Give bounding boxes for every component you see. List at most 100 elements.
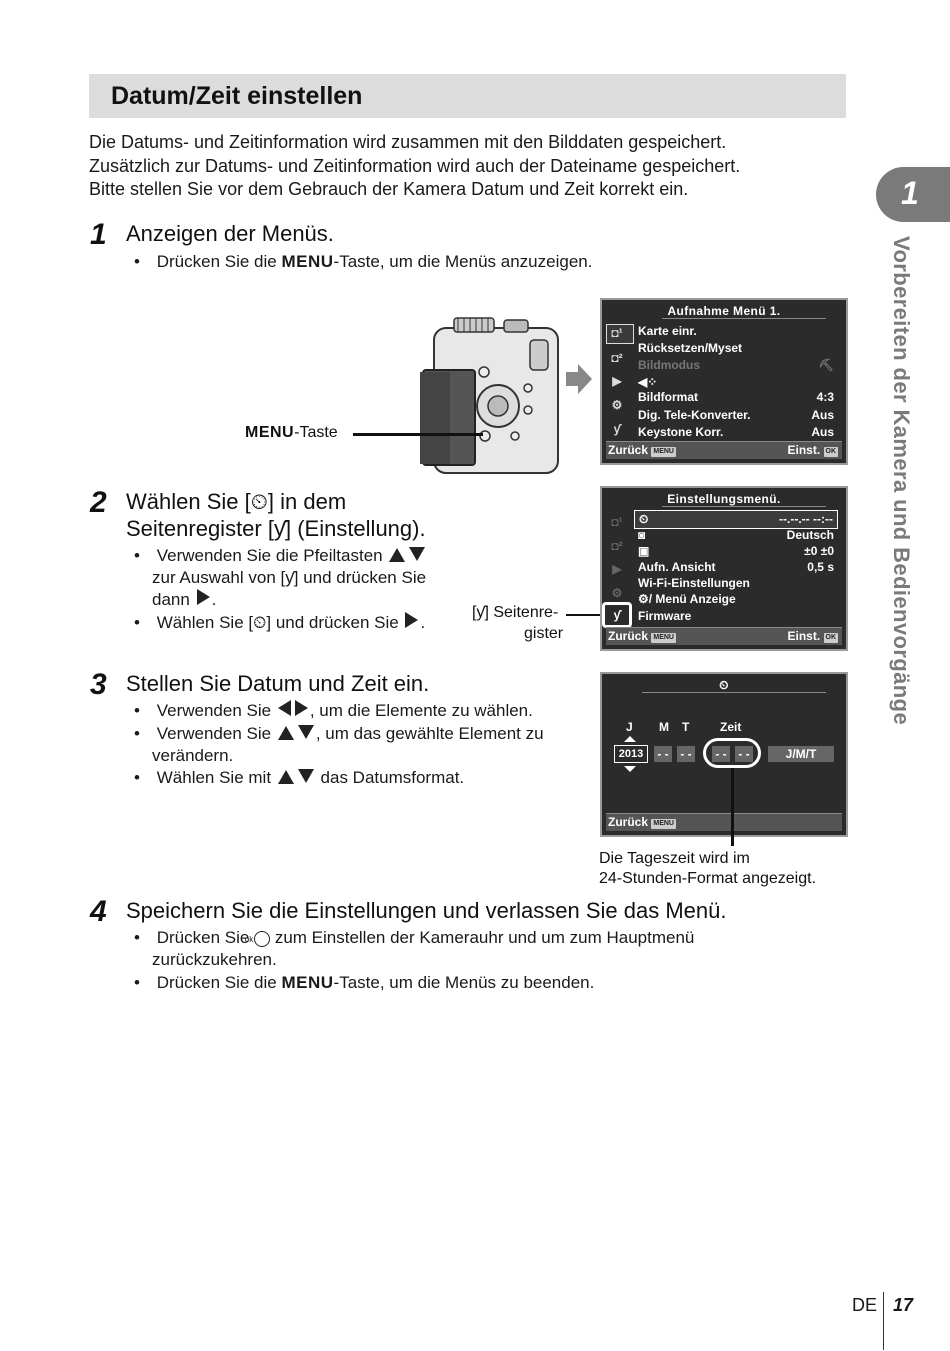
arrow-down-icon [409, 547, 426, 561]
arrow-right-icon [196, 589, 210, 605]
quality-icon: ◀⁘ [638, 375, 658, 389]
arrow-up-icon [277, 770, 294, 784]
arrow-up-icon [277, 726, 294, 740]
menu-row-quality[interactable]: ◀⁘ [638, 374, 834, 391]
label-time: Zeit [720, 720, 742, 734]
menu-key-label: MENU [281, 252, 334, 271]
arrow-down-icon [297, 769, 314, 783]
time-note: Die Tageszeit wird im 24-Stunden-Format … [599, 850, 817, 887]
step-2-heading: Wählen Sie [⏲] in dem Seitenregister [ƴ]… [126, 489, 426, 541]
menu-row-firmware[interactable]: Firmware [638, 609, 692, 623]
time-highlight-ring [703, 738, 761, 768]
date-format-field[interactable]: J/M/T [768, 746, 834, 762]
setup-menu-screen: Einstellungsmenü. ◘¹ ◘² ▶ ⚙ ƴ ⏲--.--.-- … [600, 486, 848, 651]
chapter-title: Vorbereiten der Kamera und Bedienvorgäng… [889, 236, 914, 726]
wrench-icon: ƴ [273, 516, 285, 541]
gear-icon: ⚙ [638, 592, 649, 606]
shooting-menu-screen: Aufnahme Menü 1. ◘¹ ◘² ▶ ⚙ ƴ Karte einr.… [600, 298, 848, 465]
menu-row-picture-mode[interactable]: Bildmodus⛏ [638, 358, 834, 372]
arrow-right-icon [405, 612, 419, 628]
step-4-bullet-2: Drücken Sie die MENU-Taste, um die Menüs… [126, 972, 792, 994]
custom-gear-icon: ⚙ [611, 398, 623, 412]
language-icon: ◙ [638, 528, 646, 542]
tab-callout-line-2: gister [524, 625, 564, 642]
intro-line-3: Bitte stellen Sie vor dem Gebrauch der K… [89, 179, 689, 199]
custom-gear-icon: ⚙ [611, 586, 623, 600]
menu-button-callout: MENU-Taste [245, 424, 338, 441]
menu-row-menu-display[interactable]: ⚙/ Menü Anzeige [638, 592, 736, 606]
tab-callout-line [566, 614, 602, 616]
screen-2-footer: Zurück MENU Einst. OK [606, 627, 842, 645]
tab-setup-selected[interactable] [602, 602, 632, 628]
chapter-tab: 1 [876, 167, 950, 222]
wrench-icon: ƴ [476, 604, 485, 621]
step-4-bullet-1: Drücken Sie ok zum Einstellen der Kamera… [126, 927, 792, 971]
title-bar: Datum/Zeit einstellen [89, 74, 846, 118]
year-field[interactable]: 2013 [614, 745, 648, 763]
step-4-heading: Speichern Sie die Einstellungen und verl… [126, 898, 727, 923]
intro-line-1: Die Datums- und Zeitinformation wird zus… [89, 132, 727, 152]
footer-divider [883, 1292, 884, 1350]
menu-row-digital-tele[interactable]: Dig. Tele-Konverter.Aus [638, 408, 834, 422]
chapter-number: 1 [901, 175, 919, 211]
picture-mode-icon: ⛏ [818, 358, 834, 372]
label-day: T [682, 720, 690, 734]
date-time-screen: ⏲ J M T Zeit 2013 - - - - - - - - J/M/T … [600, 672, 848, 837]
tab-callout-line-1: [ƴ] Seitenre- [472, 604, 559, 621]
menu-row-datetime-selected[interactable]: ⏲--.--.-- --:-- [634, 510, 838, 529]
menu-row-wifi[interactable]: Wi-Fi-Einstellungen [638, 576, 750, 590]
arrow-right-icon [294, 700, 308, 716]
clock-icon: ⏲ [253, 613, 267, 632]
callout-line [353, 433, 483, 436]
step-3-bullet-1: Verwenden Sie , um die Elemente zu wähle… [126, 700, 612, 722]
step-1-heading: Anzeigen der Menüs. [126, 221, 334, 246]
menu-row-reset[interactable]: Rücksetzen/Myset [638, 341, 743, 355]
step-1-number: 1 [90, 218, 107, 251]
footer-language: DE [852, 1295, 878, 1315]
intro-text: Die Datums- und Zeitinformation wird zus… [89, 131, 849, 202]
wrench-icon: ƴ [285, 568, 294, 587]
step-3-bullet-3: Wählen Sie mit das Datumsformat. [126, 767, 612, 789]
label-month: M [659, 720, 669, 734]
screen-1-footer: Zurück MENU Einst. OK [606, 441, 842, 459]
step-3-heading: Stellen Sie Datum und Zeit ein. [126, 671, 430, 696]
menu-row-language[interactable]: ◙Deutsch [638, 528, 834, 542]
wrench-icon: ƴ [613, 422, 621, 436]
menu-row-monitor-adjust[interactable]: ▣±0 ±0 [638, 544, 834, 558]
step-3-number: 3 [90, 668, 107, 701]
arrow-down-icon [624, 766, 636, 772]
camera-1-icon: ◘¹ [611, 515, 623, 529]
tab-shooting-1-selected[interactable] [606, 324, 634, 344]
intro-line-2: Zusätzlich zur Datums- und Zeitinformati… [89, 155, 741, 176]
menu-row-keystone[interactable]: Keystone Korr.Aus [638, 425, 834, 439]
arrow-up-icon [389, 548, 406, 562]
screen-1-header: Aufnahme Menü 1. [667, 304, 781, 318]
step-2-bullet-1: Verwenden Sie die Pfeiltasten zur Auswah… [126, 545, 492, 611]
playback-icon: ▶ [612, 374, 622, 388]
camera-2-icon: ◘² [611, 539, 623, 553]
arrow-left-icon [277, 700, 291, 716]
clock-icon: ⏲ [719, 678, 729, 692]
clock-icon: ⏲ [250, 489, 268, 514]
step-2-number: 2 [90, 486, 107, 519]
screen-3-footer: Zurück MENU [606, 813, 842, 831]
menu-row-card[interactable]: Karte einr. [638, 324, 697, 338]
arrow-right-icon [566, 364, 592, 394]
screen-2-header: Einstellungsmenü. [667, 492, 781, 506]
camera-1-icon: ◘¹ [611, 326, 623, 340]
label-year: J [626, 720, 633, 734]
arrow-down-icon [297, 725, 314, 739]
ok-button-icon: ok [245, 931, 271, 947]
playback-icon: ▶ [612, 562, 622, 576]
day-field[interactable]: - - [677, 746, 695, 762]
arrow-up-icon [624, 736, 636, 742]
wrench-icon: ƴ [613, 608, 621, 622]
step-2-bullet-2: Wählen Sie [⏲] und drücken Sie . [126, 612, 492, 634]
camera-2-icon: ◘² [611, 351, 623, 365]
page-title: Datum/Zeit einstellen [111, 82, 363, 110]
step-4-number: 4 [90, 895, 107, 928]
clock-icon: ⏲ [639, 512, 649, 526]
month-field[interactable]: - - [654, 746, 672, 762]
